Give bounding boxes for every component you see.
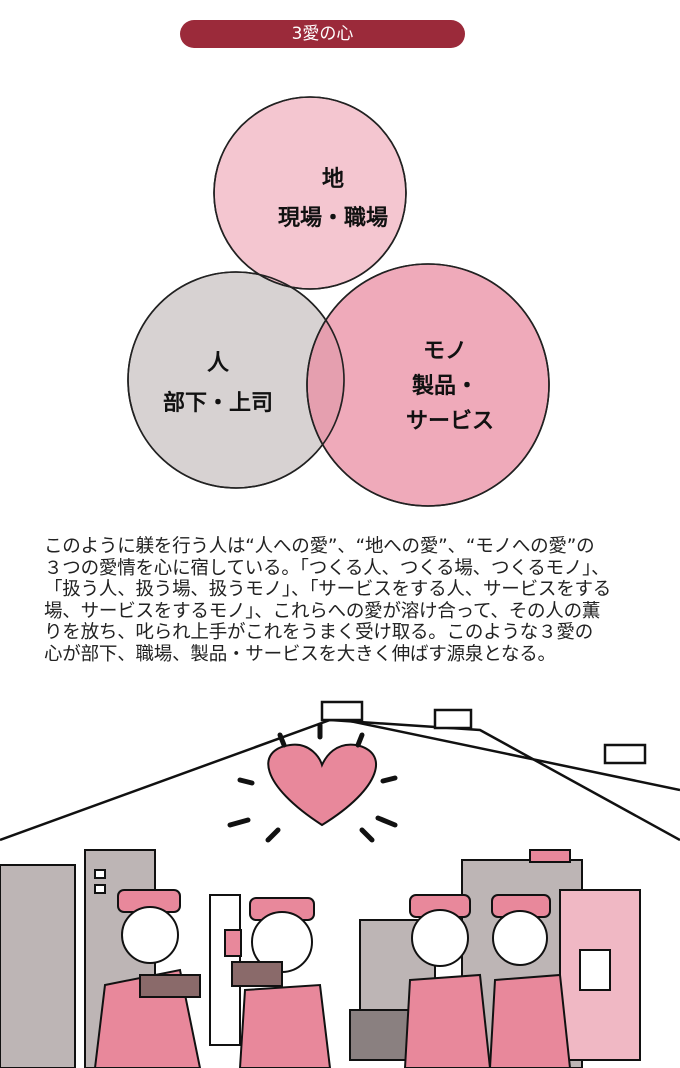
left-heading: 人	[207, 351, 229, 376]
body-line: このように躾を行う人は“人への愛”、“地への愛”、“モノへの愛”の	[44, 536, 595, 557]
body-line: 心が部下、職場、製品・サービスを大きく伸ばす源泉となる。	[44, 643, 556, 665]
section-title: 3愛の心	[180, 20, 465, 48]
venn-diagram: 地 現場・職場 人 部下・上司 モノ 製品・ サービス	[127, 96, 550, 507]
heart-rays	[227, 722, 398, 843]
body-line: 「扱う人、扱う場、扱うモノ」、「サービスをする人、サービスをする	[44, 579, 612, 600]
body-line: りを放ち、叱られ上手がこれをうまく受け取る。このような３愛の	[44, 622, 594, 643]
circle-top-place	[213, 96, 407, 290]
left-label: 部下・上司	[163, 390, 273, 416]
heart-icon	[267, 743, 377, 827]
top-heading: 地	[322, 167, 344, 192]
worker	[403, 894, 492, 1068]
workers	[93, 889, 572, 1068]
body-line: ３つの愛情を心に宿している。「つくる人、つくる場、つくるモノ」、	[44, 557, 610, 579]
body-line: 場、サービスをするモノ」、これらへの愛が溶け合って、その人の薫	[44, 600, 601, 622]
body-paragraph: このように躾を行う人は“人への愛”、“地への愛”、“モノへの愛”の ３つの愛情を…	[44, 536, 644, 665]
worker	[93, 889, 202, 1068]
right-label-2: サービス	[406, 409, 494, 434]
factory-roof	[0, 718, 680, 842]
right-heading: モノ	[423, 339, 467, 364]
top-label: 現場・職場	[278, 205, 388, 231]
factory-illustration	[0, 700, 680, 1068]
worker	[488, 894, 572, 1068]
right-label-1: 製品・	[411, 373, 478, 399]
worker	[231, 897, 332, 1068]
